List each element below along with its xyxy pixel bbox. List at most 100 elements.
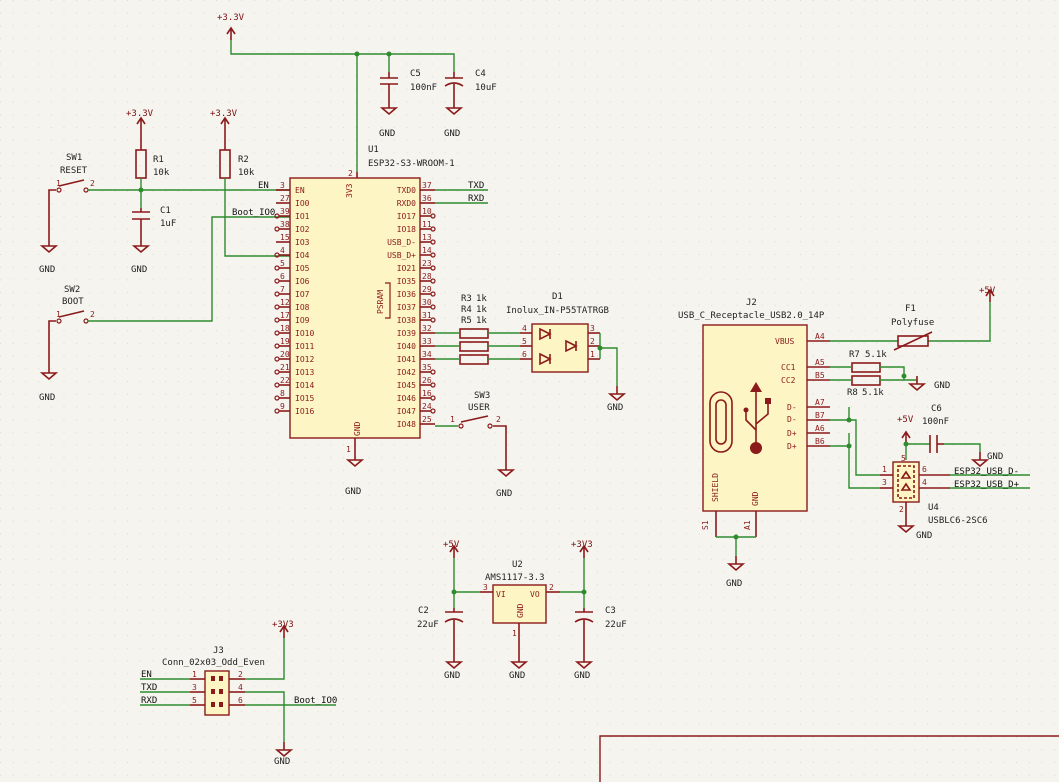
svg-text:SW3: SW3 [474, 391, 490, 401]
svg-text:D-: D- [787, 415, 797, 424]
svg-text:22uF: 22uF [417, 620, 439, 630]
svg-text:3: 3 [590, 324, 595, 333]
pin-name: IO7 [295, 290, 310, 299]
svg-text:GND: GND [444, 671, 460, 681]
svg-text:2: 2 [348, 169, 353, 178]
pin-name: IO13 [295, 368, 314, 377]
svg-text:SHIELD: SHIELD [711, 473, 720, 502]
u1-pin-en: 3EN [276, 181, 305, 195]
svg-text:GND: GND [516, 603, 525, 618]
svg-text:2: 2 [549, 583, 554, 592]
pin-number: 23 [422, 259, 432, 268]
svg-text:GND: GND [916, 531, 932, 541]
svg-text:4: 4 [238, 683, 243, 692]
svg-text:A4: A4 [815, 332, 825, 341]
svg-text:VI: VI [496, 590, 506, 599]
svg-text:U2: U2 [512, 560, 523, 570]
wire-j3-left [140, 678, 190, 706]
pin-number: 4 [280, 246, 285, 255]
pin-number: 10 [422, 207, 432, 216]
ic-u4-usblc6: 5 1 3 6 4 2 U4 USBLC6-2SC6 [880, 454, 988, 526]
pin-name: IO41 [397, 355, 416, 364]
svg-text:1: 1 [346, 445, 351, 454]
svg-text:10k: 10k [153, 168, 170, 178]
label-esp32-usb-dm: ESP32_USB_D- [954, 467, 1019, 477]
pin-name: EN [295, 186, 305, 195]
svg-text:Inolux_IN-P55TATRGB: Inolux_IN-P55TATRGB [506, 306, 609, 316]
pin-number: 9 [280, 402, 285, 411]
svg-text:R8: R8 [847, 388, 858, 398]
svg-text:GND: GND [444, 129, 460, 139]
svg-text:5.1k: 5.1k [862, 388, 884, 398]
svg-text:5: 5 [901, 454, 906, 463]
label-esp32-usb-dp: ESP32_USB_D+ [954, 480, 1020, 490]
svg-text:4: 4 [922, 478, 927, 487]
svg-text:GND: GND [509, 671, 525, 681]
pin-number: 29 [422, 285, 432, 294]
pin-name: IO16 [295, 407, 314, 416]
svg-text:1: 1 [450, 415, 455, 424]
svg-text:GND: GND [987, 452, 1003, 462]
pin-name: IO21 [397, 264, 416, 273]
svg-text:A1: A1 [743, 520, 752, 530]
svg-text:GND: GND [131, 265, 147, 275]
pin-name: USB_D+ [387, 251, 416, 260]
led-d1: D1 Inolux_IN-P55TATRGB 4 5 6 3 2 1 [506, 292, 609, 373]
svg-text:SW2: SW2 [64, 285, 80, 295]
pin-name: IO36 [397, 290, 416, 299]
label-txd-j3: TXD [141, 683, 157, 693]
svg-text:GND: GND [345, 487, 361, 497]
pin-number: 37 [422, 181, 432, 190]
junction [451, 589, 457, 595]
power-3v3-r2: +3.3V [210, 109, 238, 131]
junction [733, 534, 739, 540]
svg-text:AMS1117-3.3: AMS1117-3.3 [485, 573, 545, 583]
capacitor-c3: C3 22uF [574, 606, 627, 654]
svg-text:1uF: 1uF [160, 219, 176, 229]
pin-number: 21 [280, 363, 290, 372]
power-3v3-j3: +3V3 [272, 620, 294, 639]
svg-text:GND: GND [751, 491, 760, 506]
svg-text:GND: GND [39, 393, 55, 403]
wire-u2-out [560, 558, 585, 608]
svg-text:D-: D- [787, 403, 797, 412]
svg-text:+3.3V: +3.3V [210, 109, 238, 119]
svg-text:GND: GND [496, 489, 512, 499]
pin-name: RXD0 [397, 199, 416, 208]
pin-name: IO15 [295, 394, 314, 403]
svg-text:3: 3 [882, 478, 887, 487]
label-txd: TXD [468, 181, 484, 191]
svg-text:+3V3: +3V3 [272, 620, 294, 630]
svg-text:USER: USER [468, 403, 490, 413]
svg-text:U1: U1 [368, 145, 379, 155]
power-3v3-u2: +3V3 [571, 540, 593, 559]
svg-text:2: 2 [90, 310, 95, 319]
capacitor-c1: C1 1uF GND [131, 206, 176, 275]
svg-text:USB_C_Receptacle_USB2.0_14P: USB_C_Receptacle_USB2.0_14P [678, 311, 825, 321]
ic-u1-esp32: U1 ESP32-S3-WROOM-1 2 3V3 GND 1 PSRAM 3E… [274, 145, 455, 454]
svg-text:1: 1 [56, 179, 61, 188]
pin-name: IO11 [295, 342, 314, 351]
svg-text:ESP32-S3-WROOM-1: ESP32-S3-WROOM-1 [368, 159, 455, 169]
svg-text:R2: R2 [238, 155, 249, 165]
pin-number: 13 [422, 233, 432, 242]
svg-text:6: 6 [922, 465, 927, 474]
label-en-j3: EN [141, 670, 152, 680]
pin-number: 20 [280, 350, 290, 359]
